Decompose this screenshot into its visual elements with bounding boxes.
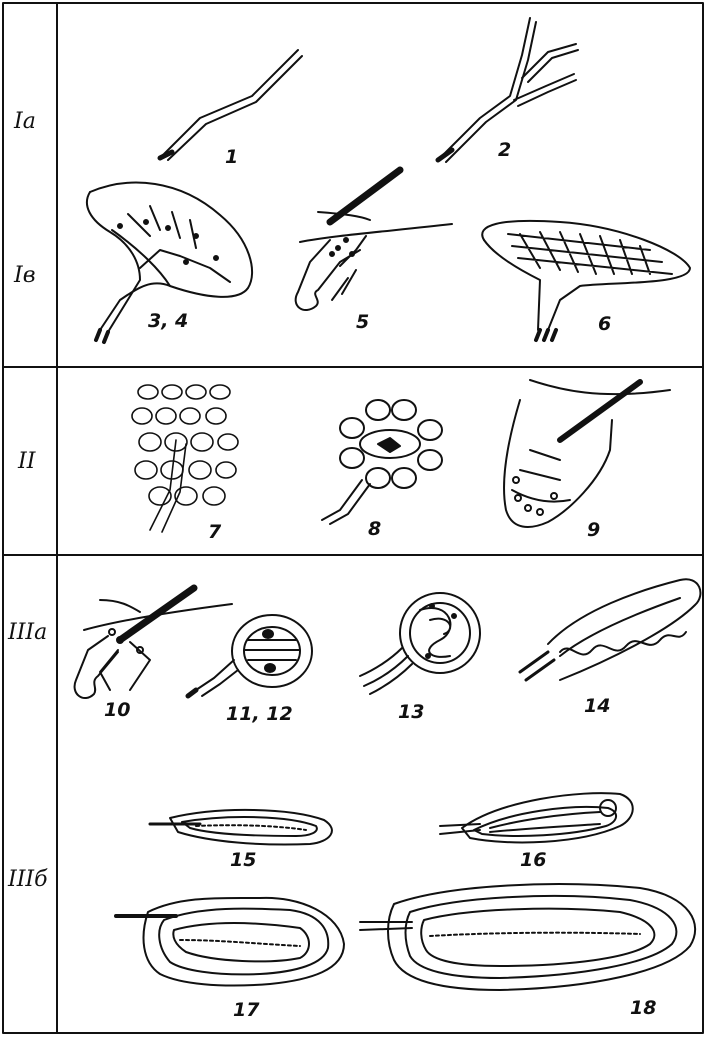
table-frame xyxy=(3,3,703,1033)
figure-label-15: 15 xyxy=(230,849,256,871)
figure-9-dermal-corpuscle xyxy=(504,380,670,527)
figure-1-free-nerve-ending xyxy=(160,50,302,160)
figure-18-large-pacinian-corpuscle xyxy=(360,884,695,990)
figure-label-8: 8 xyxy=(368,518,381,540)
figure-label-16: 16 xyxy=(520,849,546,871)
figure-14-coiled-capsule xyxy=(520,579,700,680)
row-label-ib: Iв xyxy=(13,263,36,288)
figure-5-hair-follicle-ending xyxy=(296,170,452,310)
figure-label-18: 18 xyxy=(630,997,656,1019)
figure-label-17: 17 xyxy=(233,999,260,1021)
row-label-ia: Ia xyxy=(13,109,36,134)
figure-label-2: 2 xyxy=(498,139,511,161)
figure-11-12-meissner-corpuscle xyxy=(188,615,312,696)
figure-label-14: 14 xyxy=(584,695,610,717)
figure-8-merkel-disc xyxy=(322,400,442,524)
figure-label-11-12: 11, 12 xyxy=(226,703,293,725)
figure-label-9: 9 xyxy=(587,519,600,541)
figure-16-compound-corpuscle xyxy=(440,793,633,842)
figure-17-pacinian-corpuscle xyxy=(116,898,344,986)
figure-label-10: 10 xyxy=(104,699,130,721)
row-label-ii: II xyxy=(17,449,37,474)
figure-label-13: 13 xyxy=(398,701,424,723)
figure-7-epithelium-endings xyxy=(132,385,238,532)
figure-label-3-4: 3, 4 xyxy=(148,310,188,332)
figure-6-reticular-ending xyxy=(482,221,690,340)
row-label-iiib: IIIб xyxy=(7,867,48,892)
figure-label-5: 5 xyxy=(356,311,369,333)
row-label-iiia: IIIа xyxy=(7,620,47,645)
figure-15-small-lamellar-corpuscle xyxy=(150,810,332,845)
figure-label-1: 1 xyxy=(225,146,238,168)
figure-label-6: 6 xyxy=(598,313,611,335)
figure-13-glomerular-corpuscle xyxy=(360,593,480,694)
figure-label-7: 7 xyxy=(208,521,222,543)
